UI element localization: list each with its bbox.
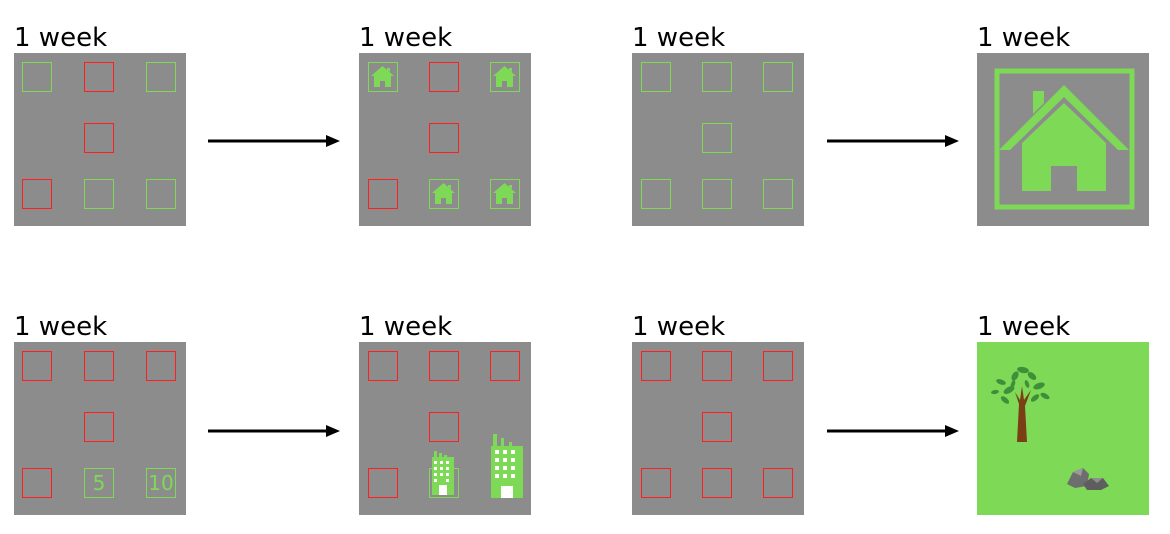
plot-cell xyxy=(641,62,671,92)
panel-8 xyxy=(977,342,1149,515)
rocks-icon xyxy=(1067,468,1109,490)
plot-cell xyxy=(84,179,114,209)
plot-cell xyxy=(429,412,459,442)
building-icon xyxy=(432,451,454,495)
plot-cell xyxy=(641,179,671,209)
tree-icon xyxy=(991,366,1050,442)
plot-cell xyxy=(429,62,459,92)
plot-cell xyxy=(429,351,459,381)
panel-7 xyxy=(632,342,804,515)
house-icon xyxy=(493,183,516,204)
cell-number: 10 xyxy=(148,471,174,495)
plot-cell xyxy=(763,179,793,209)
panel-label: 1 week xyxy=(632,312,726,342)
plot-cell xyxy=(641,468,671,498)
arrow-icon xyxy=(827,135,959,147)
panel-label: 1 week xyxy=(359,23,453,53)
plot-cell xyxy=(702,123,732,153)
plot-cell xyxy=(22,62,52,92)
plot-cell xyxy=(702,351,732,381)
panel-1 xyxy=(14,53,186,226)
panel-4 xyxy=(977,53,1149,226)
plot-cell xyxy=(368,351,398,381)
plot-cell xyxy=(22,351,52,381)
plot-cell xyxy=(84,123,114,153)
panel-6 xyxy=(359,342,531,515)
plot-cell xyxy=(763,62,793,92)
arrow-icon xyxy=(208,425,340,437)
plot-cell xyxy=(702,468,732,498)
plot-cell xyxy=(146,351,176,381)
panel-2 xyxy=(359,53,531,226)
plot-cell xyxy=(22,179,52,209)
arrow-icon xyxy=(208,135,340,147)
house-icon xyxy=(371,66,394,87)
arrow-icon xyxy=(827,425,959,437)
plot-cell xyxy=(490,351,520,381)
plot-cell-house xyxy=(490,62,520,92)
plot-cell xyxy=(702,62,732,92)
plot-cell xyxy=(763,351,793,381)
large-house-icon xyxy=(994,68,1135,210)
plot-cell-house xyxy=(368,62,398,92)
panel-label: 1 week xyxy=(14,23,108,53)
plot-cell xyxy=(763,468,793,498)
plot-cell xyxy=(22,468,52,498)
plot-cell-house xyxy=(429,179,459,209)
panel-3 xyxy=(632,53,804,226)
plot-cell xyxy=(84,351,114,381)
plot-cell xyxy=(368,179,398,209)
plot-cell xyxy=(702,179,732,209)
plot-cell xyxy=(368,468,398,498)
plot-cell xyxy=(429,123,459,153)
plot-cell-house xyxy=(490,179,520,209)
plot-cell xyxy=(84,62,114,92)
panel-label: 1 week xyxy=(14,312,108,342)
cell-number: 5 xyxy=(92,471,106,495)
plot-cell xyxy=(146,62,176,92)
plot-cell xyxy=(146,179,176,209)
plot-cell xyxy=(641,351,671,381)
panel-label: 1 week xyxy=(977,23,1071,53)
building-icon xyxy=(491,434,523,498)
panel-label: 1 week xyxy=(977,312,1071,342)
plot-cell-number: 10 xyxy=(146,468,176,498)
panel-label: 1 week xyxy=(359,312,453,342)
plot-cell-number: 5 xyxy=(84,468,114,498)
plot-cell xyxy=(84,412,114,442)
panel-5: 5 10 xyxy=(14,342,186,515)
house-icon xyxy=(493,66,516,87)
panel-label: 1 week xyxy=(632,23,726,53)
plot-cell xyxy=(702,412,732,442)
house-icon xyxy=(432,183,455,204)
